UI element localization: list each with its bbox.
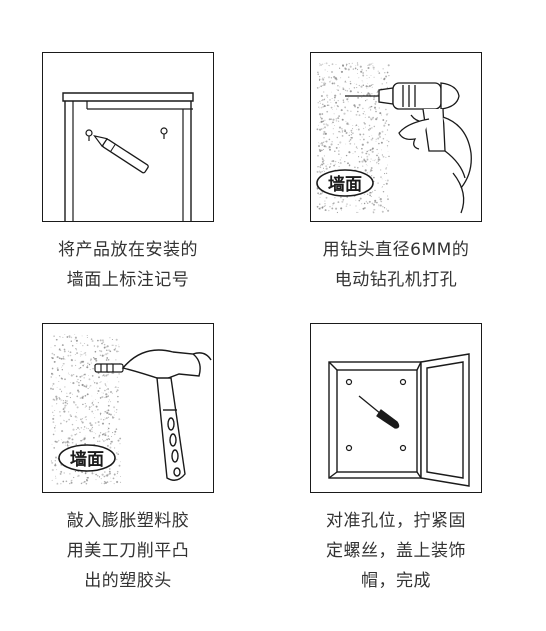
caption-line: 墙面上标注记号 bbox=[66, 270, 190, 290]
screw-hole-icons bbox=[345, 378, 407, 452]
screwdriver-icon bbox=[358, 395, 400, 429]
plastic-anchor-icon bbox=[94, 363, 124, 373]
cabinet-body bbox=[328, 361, 422, 479]
cabinet-marking-illustration bbox=[62, 92, 194, 221]
caption-line: 电动钻孔机打孔 bbox=[334, 270, 458, 290]
hammer-icon bbox=[121, 349, 212, 481]
cabinet-door bbox=[420, 353, 470, 487]
caption-line: 帽，完成 bbox=[361, 571, 431, 591]
hammering-illustration: 墙面 bbox=[50, 334, 212, 485]
step-1-panel bbox=[42, 52, 214, 222]
caption-line: 出的塑胶头 bbox=[84, 571, 172, 591]
caption-line: 用钻头直径6MM的 bbox=[322, 240, 470, 260]
wall-label-oval bbox=[58, 444, 116, 472]
step-4-caption: 对准孔位，拧紧固 定螺丝，盖上装饰 帽，完成 bbox=[288, 506, 504, 596]
caption-line: 敲入膨胀塑料胶 bbox=[66, 511, 190, 531]
keyhole-mark-left-icon bbox=[85, 129, 93, 141]
cabinet-mounting-illustration bbox=[328, 353, 470, 487]
wall-label-oval bbox=[316, 169, 374, 197]
step-3-caption: 敲入膨胀塑料胶 用美工刀削平凸 出的塑胶头 bbox=[20, 506, 236, 596]
wall-label: 墙面 bbox=[328, 174, 362, 195]
step-2-panel: 墙面 bbox=[310, 52, 482, 222]
caption-line: 定螺丝，盖上装饰 bbox=[326, 541, 466, 561]
wall-label: 墙面 bbox=[70, 449, 104, 470]
drilling-illustration: 墙面 bbox=[316, 62, 472, 214]
step-4-panel bbox=[310, 323, 482, 493]
caption-line: 对准孔位，拧紧固 bbox=[326, 511, 466, 531]
caption-line: 将产品放在安装的 bbox=[58, 240, 198, 260]
step-3-panel: 墙面 bbox=[42, 323, 214, 493]
step-2-caption: 用钻头直径6MM的 电动钻孔机打孔 bbox=[288, 235, 504, 295]
step-1-caption: 将产品放在安装的 墙面上标注记号 bbox=[20, 235, 236, 295]
keyhole-mark-right-icon bbox=[160, 127, 168, 139]
pen-icon bbox=[93, 135, 149, 174]
caption-line: 用美工刀削平凸 bbox=[66, 541, 190, 561]
electric-drill-icon bbox=[345, 82, 472, 214]
